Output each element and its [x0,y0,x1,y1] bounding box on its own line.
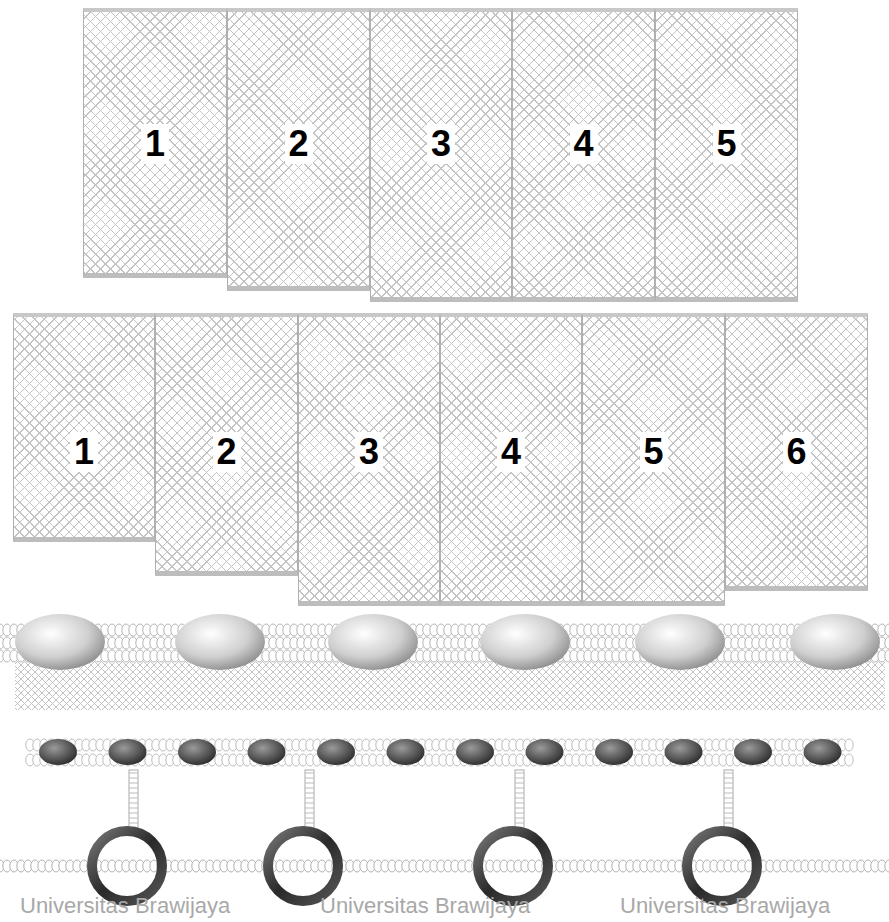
fiber-segment: 4 [512,8,655,302]
hatch-band [15,660,885,710]
ring [92,831,162,901]
stalk [129,770,138,832]
segment-number: 4 [569,124,597,164]
segment-number: 2 [284,124,312,164]
dark-bead [178,739,216,765]
fiber-segment: 2 [227,8,370,291]
fiber-segment: 3 [298,313,440,606]
filament-bead [885,650,889,662]
dark-bead [734,739,772,765]
nucleus-oval [790,614,880,670]
filament-bead [885,860,889,872]
filament-bead [885,637,889,649]
dark-bead [804,739,842,765]
segment-number: 3 [427,124,455,164]
segment-number: 5 [712,124,740,164]
ring [687,831,757,901]
dark-bead [248,739,286,765]
dark-bead [526,739,564,765]
segment-number: 5 [639,432,667,472]
segment-number: 1 [141,124,169,164]
segment-number: 2 [212,432,240,472]
ring [268,831,338,901]
nucleus-oval [328,614,418,670]
fiber-segment: 5 [655,8,798,302]
fiber-segment: 5 [582,313,725,606]
filament-row [0,739,889,901]
segment-number: 1 [70,432,98,472]
stalk [305,770,314,832]
stalk [724,770,733,832]
dark-bead [456,739,494,765]
filament-bead [845,739,853,751]
filament-bead [885,624,889,636]
watermark: Universitas Brawijaya [620,894,830,918]
ring [478,831,548,901]
dark-bead [109,739,147,765]
fiber-segment: 4 [440,313,582,606]
nucleus-oval [175,614,265,670]
dark-bead [387,739,425,765]
stalk [515,770,524,832]
fiber-segment: 3 [370,8,512,302]
segment-number: 4 [497,432,525,472]
fiber-segment: 2 [155,313,298,576]
watermark: Universitas Brawijaya [20,894,230,918]
dark-bead [39,739,77,765]
filament-bead [845,754,853,766]
watermark: Universitas Brawijaya [320,894,530,918]
segment-number: 3 [355,432,383,472]
dark-bead [595,739,633,765]
nucleus-oval [480,614,570,670]
fiber-segment: 1 [83,8,227,278]
segment-number: 6 [782,432,810,472]
fiber-segment: 1 [13,313,155,542]
fiber-row [0,614,889,710]
nucleus-oval [635,614,725,670]
dark-bead [665,739,703,765]
dark-bead [317,739,355,765]
fiber-segment: 6 [725,313,868,591]
nucleus-oval [15,614,105,670]
